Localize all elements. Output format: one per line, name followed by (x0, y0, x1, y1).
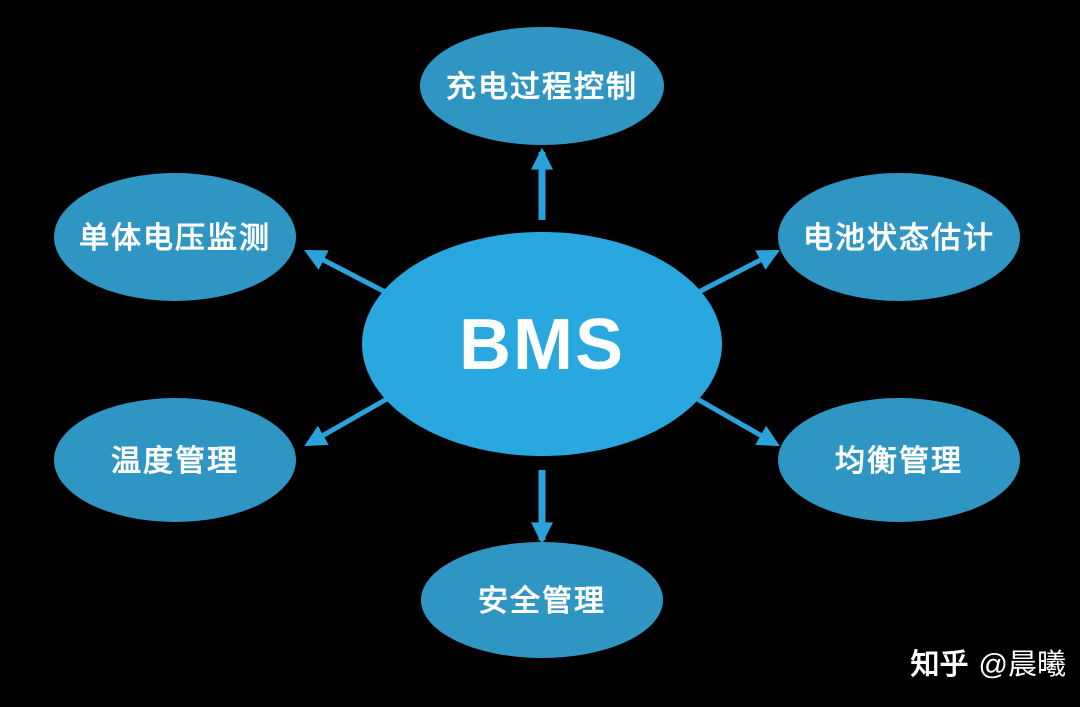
node-ellipse-cell-voltage-monitoring (54, 173, 296, 301)
node-ellipse-charging-process-control (420, 27, 664, 145)
node-ellipse-battery-state-estimation (778, 173, 1020, 301)
node-label-charging-process-control: 充电过程控制 (446, 71, 638, 104)
node-ellipse-temperature-management (54, 398, 296, 522)
node-ellipse-balance-management (778, 398, 1020, 522)
node-label-cell-voltage-monitoring: 单体电压监测 (79, 222, 271, 255)
center-node-label: BMS (459, 305, 625, 385)
watermark: 知乎 @晨曦 (911, 641, 1066, 683)
node-label-temperature-management: 温度管理 (111, 445, 239, 478)
node-label-safety-management: 安全管理 (478, 584, 606, 618)
watermark-brand: 知乎 (910, 649, 969, 681)
watermark-handle: @晨曦 (978, 649, 1066, 681)
node-label-balance-management: 均衡管理 (835, 445, 963, 478)
center-node-ellipse (362, 232, 722, 456)
node-label-battery-state-estimation: 电池状态估计 (803, 222, 995, 255)
node-ellipse-safety-management (421, 542, 663, 658)
